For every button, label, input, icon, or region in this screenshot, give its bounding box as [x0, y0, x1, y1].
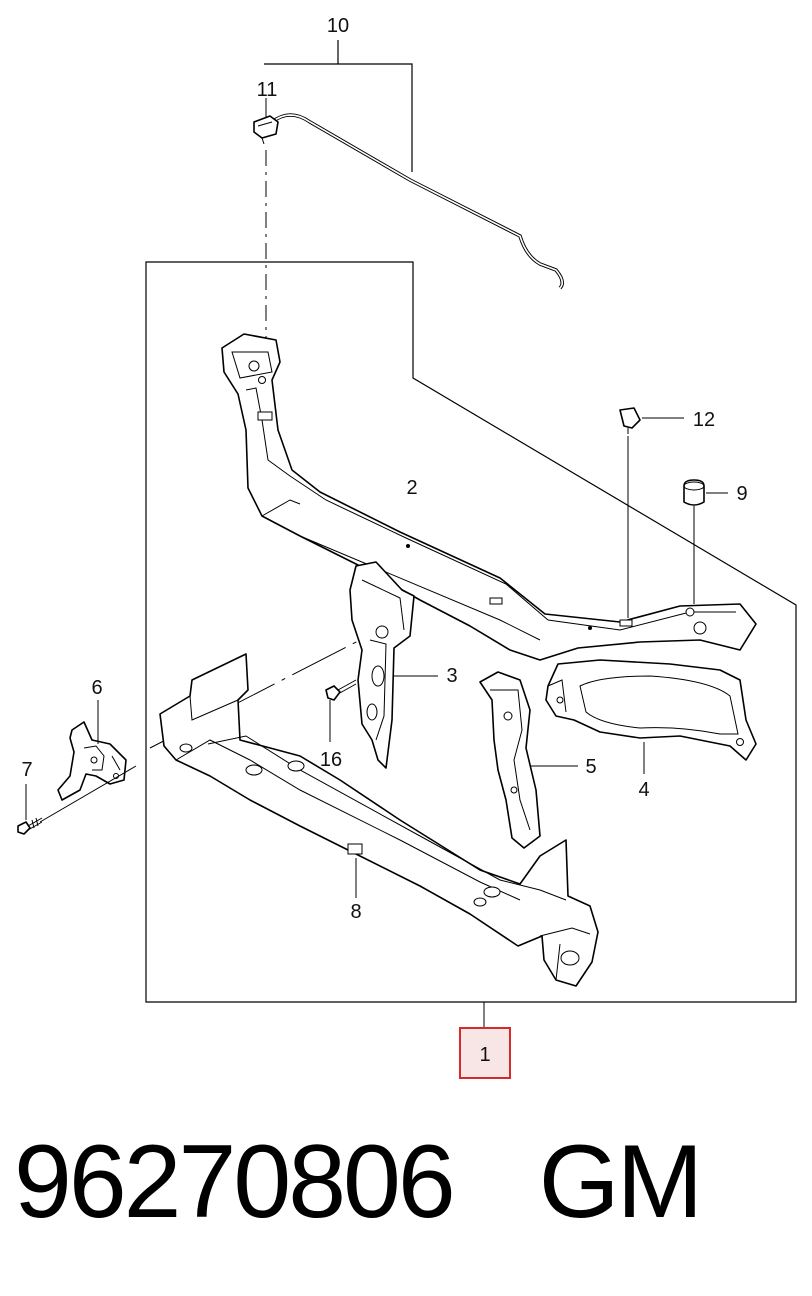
- callout-11: 11: [257, 79, 278, 101]
- callout-7: 7: [21, 759, 32, 781]
- clip-12: [619, 407, 641, 434]
- callout-5: 5: [585, 756, 596, 778]
- callout-4: 4: [638, 779, 649, 801]
- part-number: 96270806: [14, 1124, 456, 1240]
- brand-name: GM: [538, 1124, 704, 1240]
- callout-10: 10: [327, 15, 349, 37]
- latch-guide-line: [39, 765, 137, 823]
- callout-9: 9: [736, 483, 747, 505]
- hood-latch-6: [57, 721, 127, 801]
- headlamp-bracket-4: [545, 659, 757, 761]
- bolt-7: [17, 817, 43, 835]
- callout-2: 2: [406, 477, 417, 499]
- lower-tiebar-8: [159, 653, 599, 987]
- callout-6: 6: [91, 677, 102, 699]
- bumper-9: [683, 479, 705, 512]
- callout-8: 8: [350, 901, 361, 923]
- callout-12: 12: [693, 409, 715, 431]
- callout-1-highlight: [459, 1027, 511, 1079]
- center-brace-3: [349, 561, 415, 769]
- callout-1: 1: [479, 1044, 490, 1066]
- callout-3: 3: [446, 665, 457, 687]
- clip-11: [253, 115, 279, 145]
- callout-10-bracket: [264, 40, 413, 172]
- callout-16: 16: [320, 749, 342, 771]
- side-brace-5: [479, 671, 541, 849]
- bolt-16: [325, 679, 357, 701]
- assembly-frame: [145, 261, 797, 1003]
- upper-support-2: [221, 333, 757, 661]
